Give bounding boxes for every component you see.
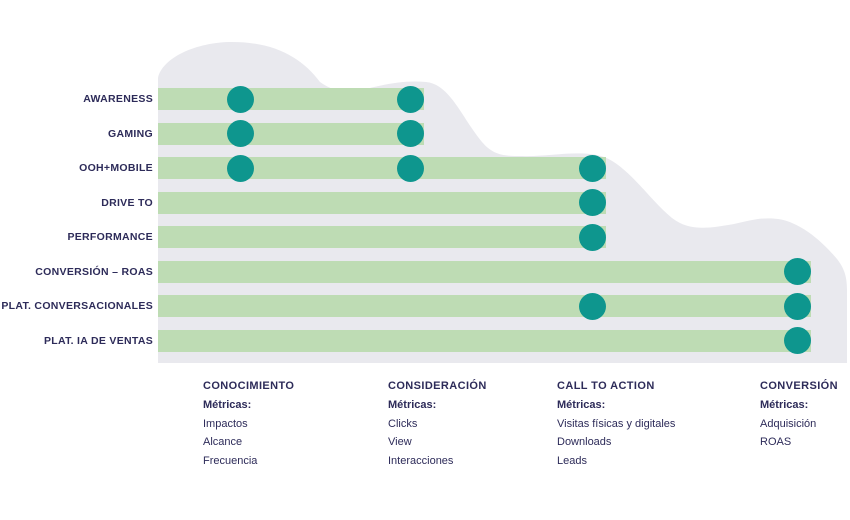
stage-column-title: CALL TO ACTION: [557, 380, 655, 392]
metric-item: ROAS: [760, 436, 792, 449]
stage-column: CALL TO ACTION Métricas: Visitas físicas…: [557, 377, 727, 471]
row-bar: [158, 122, 424, 145]
stage-column-title: CONVERSIÓN: [760, 380, 838, 392]
stage-column-title: CONOCIMIENTO: [203, 380, 295, 392]
metric-item: Adquisición: [760, 417, 817, 430]
metrics-label: Métricas:: [203, 399, 252, 411]
stage-dot: [578, 154, 606, 182]
row-bar: [158, 260, 811, 283]
row-bar: [158, 295, 811, 317]
stage-dot: [783, 258, 811, 285]
row-label: PLAT. IA DE VENTAS: [43, 334, 153, 347]
stage-dot: [396, 120, 424, 147]
row-bar: [158, 157, 606, 179]
metric-item: Downloads: [557, 436, 612, 449]
metrics-label: Métricas:: [760, 399, 809, 411]
metric-item: Interacciones: [388, 455, 454, 468]
metric-item: Leads: [557, 455, 587, 468]
stage-column-title: CONSIDERACIÓN: [388, 380, 487, 392]
metric-item: Alcance: [203, 436, 243, 449]
row-label: CONVERSIÓN – ROAS: [35, 265, 153, 278]
row-bar: [158, 226, 606, 248]
stage-dot: [226, 120, 254, 147]
metrics-label: Métricas:: [388, 399, 437, 411]
stage-dot: [578, 223, 606, 251]
stage-dot: [578, 189, 606, 216]
row-label: PLAT. CONVERSACIONALES: [1, 300, 153, 312]
stage-dot: [783, 327, 811, 354]
row-label: AWARENESS: [83, 93, 153, 105]
metric-item: View: [388, 436, 412, 449]
stage-dot: [396, 154, 424, 182]
metric-item: Visitas físicas y digitales: [557, 417, 676, 430]
row-label: PERFORMANCE: [67, 231, 153, 243]
row-label: DRIVE TO: [101, 196, 153, 209]
row-label: OOH+MOBILE: [79, 162, 153, 174]
row-label: GAMING: [108, 127, 153, 140]
row-bar: [158, 329, 811, 352]
row-bar: [158, 88, 424, 110]
metrics-label: Métricas:: [557, 399, 606, 411]
metric-item: Impactos: [203, 417, 248, 430]
stage-dot: [226, 85, 254, 113]
stage-dot: [396, 85, 424, 113]
row-bar: [158, 191, 606, 214]
metric-item: Frecuencia: [203, 455, 258, 468]
stage-dot: [226, 154, 254, 182]
metric-item: Clicks: [388, 417, 418, 430]
stage-dot: [578, 292, 606, 320]
stage-dot: [783, 292, 811, 320]
